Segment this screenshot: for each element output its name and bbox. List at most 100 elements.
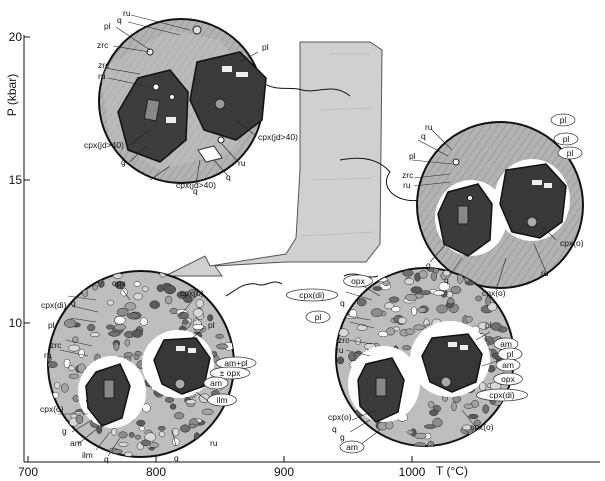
matrix-grain bbox=[134, 282, 141, 287]
matrix-grain bbox=[119, 432, 128, 438]
matrix-grain bbox=[392, 306, 401, 312]
y-tick-label-20: 20 bbox=[9, 30, 23, 44]
matrix-grain bbox=[412, 307, 417, 316]
matrix-grain bbox=[68, 345, 79, 351]
mineral-label: pl bbox=[563, 134, 570, 144]
mineral-label: ru bbox=[98, 71, 106, 81]
matrix-grain bbox=[97, 425, 102, 433]
matrix-grain bbox=[125, 339, 130, 346]
mineral-label: am bbox=[502, 360, 514, 370]
matrix-grain bbox=[158, 426, 165, 430]
matrix-grain bbox=[418, 308, 426, 313]
matrix-grain bbox=[165, 397, 174, 402]
matrix-grain bbox=[216, 344, 228, 349]
matrix-grain bbox=[437, 305, 448, 313]
mineral-label: ru bbox=[336, 345, 344, 355]
matrix-grain bbox=[429, 401, 435, 408]
matrix-grain bbox=[135, 435, 141, 439]
x-tick-label-900: 900 bbox=[274, 465, 294, 479]
matrix-grain bbox=[141, 440, 150, 446]
matrix-grain bbox=[114, 324, 126, 330]
matrix-grain bbox=[92, 285, 98, 290]
mineral-label: cpx(o) bbox=[482, 288, 506, 298]
matrix-grain bbox=[132, 330, 142, 338]
matrix-grain bbox=[464, 404, 473, 409]
x-axis-label: T (°C) bbox=[436, 464, 468, 478]
matrix-grain bbox=[139, 426, 144, 431]
matrix-grain bbox=[389, 297, 399, 303]
mineral-label: pl bbox=[560, 115, 567, 125]
matrix-grain bbox=[165, 296, 172, 304]
matrix-grain bbox=[386, 421, 394, 429]
matrix-grain bbox=[428, 441, 434, 449]
connector-left bbox=[226, 282, 282, 296]
mineral-label: ilm bbox=[82, 450, 93, 460]
matrix-grain bbox=[140, 318, 147, 326]
mineral-label: cpx(o) bbox=[180, 288, 204, 298]
mineral-label: cpx(o) bbox=[470, 422, 494, 432]
matrix-grain bbox=[483, 405, 489, 414]
mineral-label: cpx(di) bbox=[489, 390, 515, 400]
matrix-grain bbox=[170, 404, 176, 410]
matrix-grain bbox=[117, 308, 128, 316]
mineral-label: zrc bbox=[338, 335, 350, 345]
matrix-grain bbox=[479, 383, 486, 391]
matrix-grain bbox=[452, 402, 457, 411]
matrix-grain bbox=[406, 329, 415, 335]
matrix-grain bbox=[134, 293, 143, 300]
matrix-grain bbox=[159, 431, 165, 437]
matrix-grain bbox=[69, 374, 79, 378]
mineral-label: cpx(di) bbox=[41, 300, 67, 310]
matrix-grain bbox=[415, 433, 426, 439]
matrix-grain bbox=[64, 319, 76, 327]
matrix-grain bbox=[108, 331, 120, 336]
x-tick-label-700: 700 bbox=[18, 465, 38, 479]
matrix-grain bbox=[357, 298, 366, 306]
mineral-label: q bbox=[174, 453, 179, 463]
matrix-grain bbox=[129, 432, 134, 437]
matrix-grain bbox=[357, 325, 367, 331]
matrix-grain bbox=[48, 362, 58, 368]
mineral-label: cpx(di) bbox=[299, 290, 325, 300]
y-tick-label-15: 15 bbox=[9, 173, 23, 187]
matrix-grain bbox=[186, 400, 196, 404]
mineral-label: ru bbox=[541, 268, 549, 278]
matrix-grain bbox=[107, 300, 114, 305]
mineral-label: pl bbox=[507, 349, 514, 359]
mineral-label: q bbox=[226, 172, 231, 182]
mineral-label: pl bbox=[104, 21, 111, 31]
matrix-grain bbox=[469, 414, 479, 419]
mineral-label: g bbox=[426, 260, 431, 270]
matrix-grain bbox=[174, 412, 184, 419]
matrix-grain bbox=[371, 309, 382, 317]
matrix-grain bbox=[433, 418, 443, 427]
mineral-label: opx bbox=[112, 278, 126, 288]
matrix-grain bbox=[189, 424, 196, 428]
x-ticks: 7008009001000 bbox=[18, 456, 426, 479]
matrix-grain bbox=[64, 359, 70, 368]
mineral-label: opx bbox=[351, 276, 365, 286]
matrix-grain bbox=[142, 286, 148, 291]
matrix-grain bbox=[164, 285, 175, 294]
mineral-label: cpx(o) bbox=[40, 404, 64, 414]
mineral-label: am bbox=[500, 339, 512, 349]
matrix-grain bbox=[54, 382, 60, 388]
mineral-label: pl bbox=[315, 312, 322, 322]
matrix-grain bbox=[127, 313, 139, 319]
matrix-grain bbox=[76, 415, 83, 424]
matrix-grain bbox=[475, 296, 482, 301]
x-tick-label-1000: 1000 bbox=[399, 465, 426, 479]
mineral-label: pl bbox=[485, 320, 492, 330]
mineral-label: pl bbox=[567, 148, 574, 158]
matrix-grain bbox=[202, 409, 213, 415]
matrix-grain bbox=[216, 334, 224, 338]
matrix-grain bbox=[403, 270, 414, 276]
mineral-label: cpx(o) bbox=[328, 412, 352, 422]
matrix-grain bbox=[373, 287, 382, 291]
matrix-grain bbox=[431, 272, 436, 281]
mineral-label: q bbox=[104, 454, 109, 464]
matrix-grain bbox=[112, 428, 117, 435]
matrix-grain bbox=[87, 324, 95, 331]
mineral-label: am bbox=[70, 438, 82, 448]
